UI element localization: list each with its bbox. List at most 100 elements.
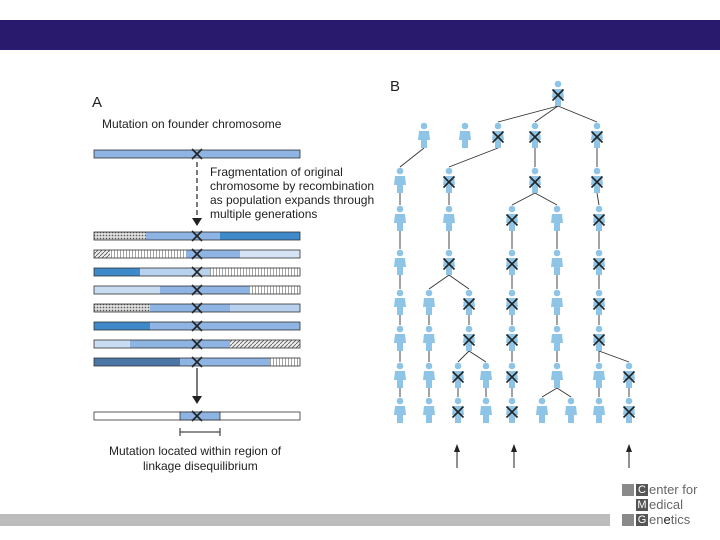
logo-initial-c: C bbox=[636, 484, 648, 496]
person-head bbox=[595, 205, 603, 213]
person-body bbox=[591, 131, 603, 148]
person-body bbox=[529, 131, 541, 148]
person-head bbox=[553, 362, 561, 370]
chromosome-segment bbox=[94, 322, 150, 330]
person-head bbox=[465, 289, 473, 297]
mutation-x-mark bbox=[191, 320, 203, 332]
chromosome-segment bbox=[180, 358, 270, 366]
person-body bbox=[443, 214, 455, 231]
individual bbox=[423, 397, 435, 423]
affected-individual bbox=[622, 362, 636, 388]
chromosome-segment bbox=[240, 250, 300, 258]
center-for-medical-genetics-logo: C enter for M edical G enetics bbox=[622, 483, 720, 529]
person-head bbox=[625, 362, 633, 370]
person-head bbox=[553, 325, 561, 333]
chromosome-outline bbox=[93, 339, 301, 349]
logo-line-3: G enetics bbox=[622, 513, 720, 527]
person-head bbox=[595, 325, 603, 333]
person-body bbox=[423, 334, 435, 351]
person-body bbox=[443, 176, 455, 193]
lineage-line bbox=[556, 387, 572, 398]
lineage-line bbox=[534, 105, 559, 123]
person-head bbox=[465, 325, 473, 333]
logo-word-genetics: enetics bbox=[649, 513, 690, 527]
founder-mutation-mark bbox=[191, 148, 203, 160]
individual bbox=[551, 289, 563, 315]
individual bbox=[394, 289, 406, 315]
person-body bbox=[492, 131, 504, 148]
person-head bbox=[482, 362, 490, 370]
person-body bbox=[394, 298, 406, 315]
chromosome-segment bbox=[94, 268, 140, 276]
result-line-1: Mutation located within region of bbox=[109, 444, 282, 458]
person-head bbox=[494, 122, 502, 130]
mutation-x-mark bbox=[551, 88, 565, 102]
person-body bbox=[463, 334, 475, 351]
recombinant-chromosome bbox=[93, 266, 301, 278]
mutation-x-mark bbox=[191, 338, 203, 350]
person-body bbox=[529, 176, 541, 193]
person-head bbox=[508, 325, 516, 333]
final-mutation-mark bbox=[191, 410, 203, 422]
logo-word-genetics-c: tics bbox=[670, 512, 691, 527]
dashed-arrow-head bbox=[192, 218, 202, 226]
individual bbox=[459, 122, 471, 148]
chromosome-segment bbox=[230, 340, 300, 348]
individual bbox=[394, 397, 406, 423]
mutation-x-mark bbox=[191, 248, 203, 260]
individual bbox=[551, 325, 563, 351]
lineage-line bbox=[598, 350, 630, 363]
affected-individual bbox=[451, 362, 465, 388]
chromosome-outline bbox=[93, 321, 301, 331]
chromosome-segment bbox=[94, 340, 130, 348]
chromosome-outline bbox=[93, 231, 301, 241]
person-body bbox=[593, 258, 605, 275]
person-head bbox=[595, 397, 603, 405]
person-head bbox=[538, 397, 546, 405]
person-body bbox=[423, 406, 435, 423]
person-body bbox=[452, 406, 464, 423]
individual bbox=[394, 205, 406, 231]
person-body bbox=[480, 406, 492, 423]
logo-initial-m: M bbox=[636, 499, 648, 511]
person-head bbox=[508, 397, 516, 405]
person-body bbox=[506, 406, 518, 423]
person-body bbox=[459, 131, 471, 148]
person-body bbox=[394, 176, 406, 193]
person-head bbox=[396, 167, 404, 175]
person-body bbox=[551, 371, 563, 388]
person-body bbox=[506, 298, 518, 315]
logo-word-medical: edical bbox=[649, 497, 683, 512]
person-head bbox=[567, 397, 575, 405]
recombinant-chromosome bbox=[93, 230, 301, 242]
person-head bbox=[508, 289, 516, 297]
affected-individual bbox=[505, 325, 519, 351]
individual bbox=[551, 249, 563, 275]
chromosome-segment bbox=[140, 268, 210, 276]
lineage-line bbox=[457, 350, 470, 363]
fragmentation-line-4: multiple generations bbox=[210, 207, 318, 221]
mutation-x-mark bbox=[505, 213, 519, 227]
recombinant-chromosome bbox=[93, 302, 301, 314]
mutation-x-mark bbox=[191, 266, 203, 278]
affected-individual bbox=[590, 167, 604, 193]
affected-individual bbox=[622, 397, 636, 423]
person-head bbox=[508, 362, 516, 370]
linkage-region-bracket bbox=[179, 428, 221, 436]
person-body bbox=[394, 371, 406, 388]
chromosome-segment bbox=[160, 286, 250, 294]
logo-word-genetics-a: en bbox=[649, 512, 664, 527]
person-body bbox=[463, 298, 475, 315]
person-body bbox=[506, 334, 518, 351]
lineage-line bbox=[428, 274, 450, 290]
solid-arrow-head bbox=[192, 396, 202, 404]
person-body bbox=[593, 334, 605, 351]
founder-descendant-arrow bbox=[454, 444, 460, 468]
chromosome-outline bbox=[93, 267, 301, 277]
person-body bbox=[536, 406, 548, 423]
person-head bbox=[396, 362, 404, 370]
person-head bbox=[553, 249, 561, 257]
person-body bbox=[394, 258, 406, 275]
person-body bbox=[506, 214, 518, 231]
logo-line-1: C enter for bbox=[622, 483, 720, 497]
